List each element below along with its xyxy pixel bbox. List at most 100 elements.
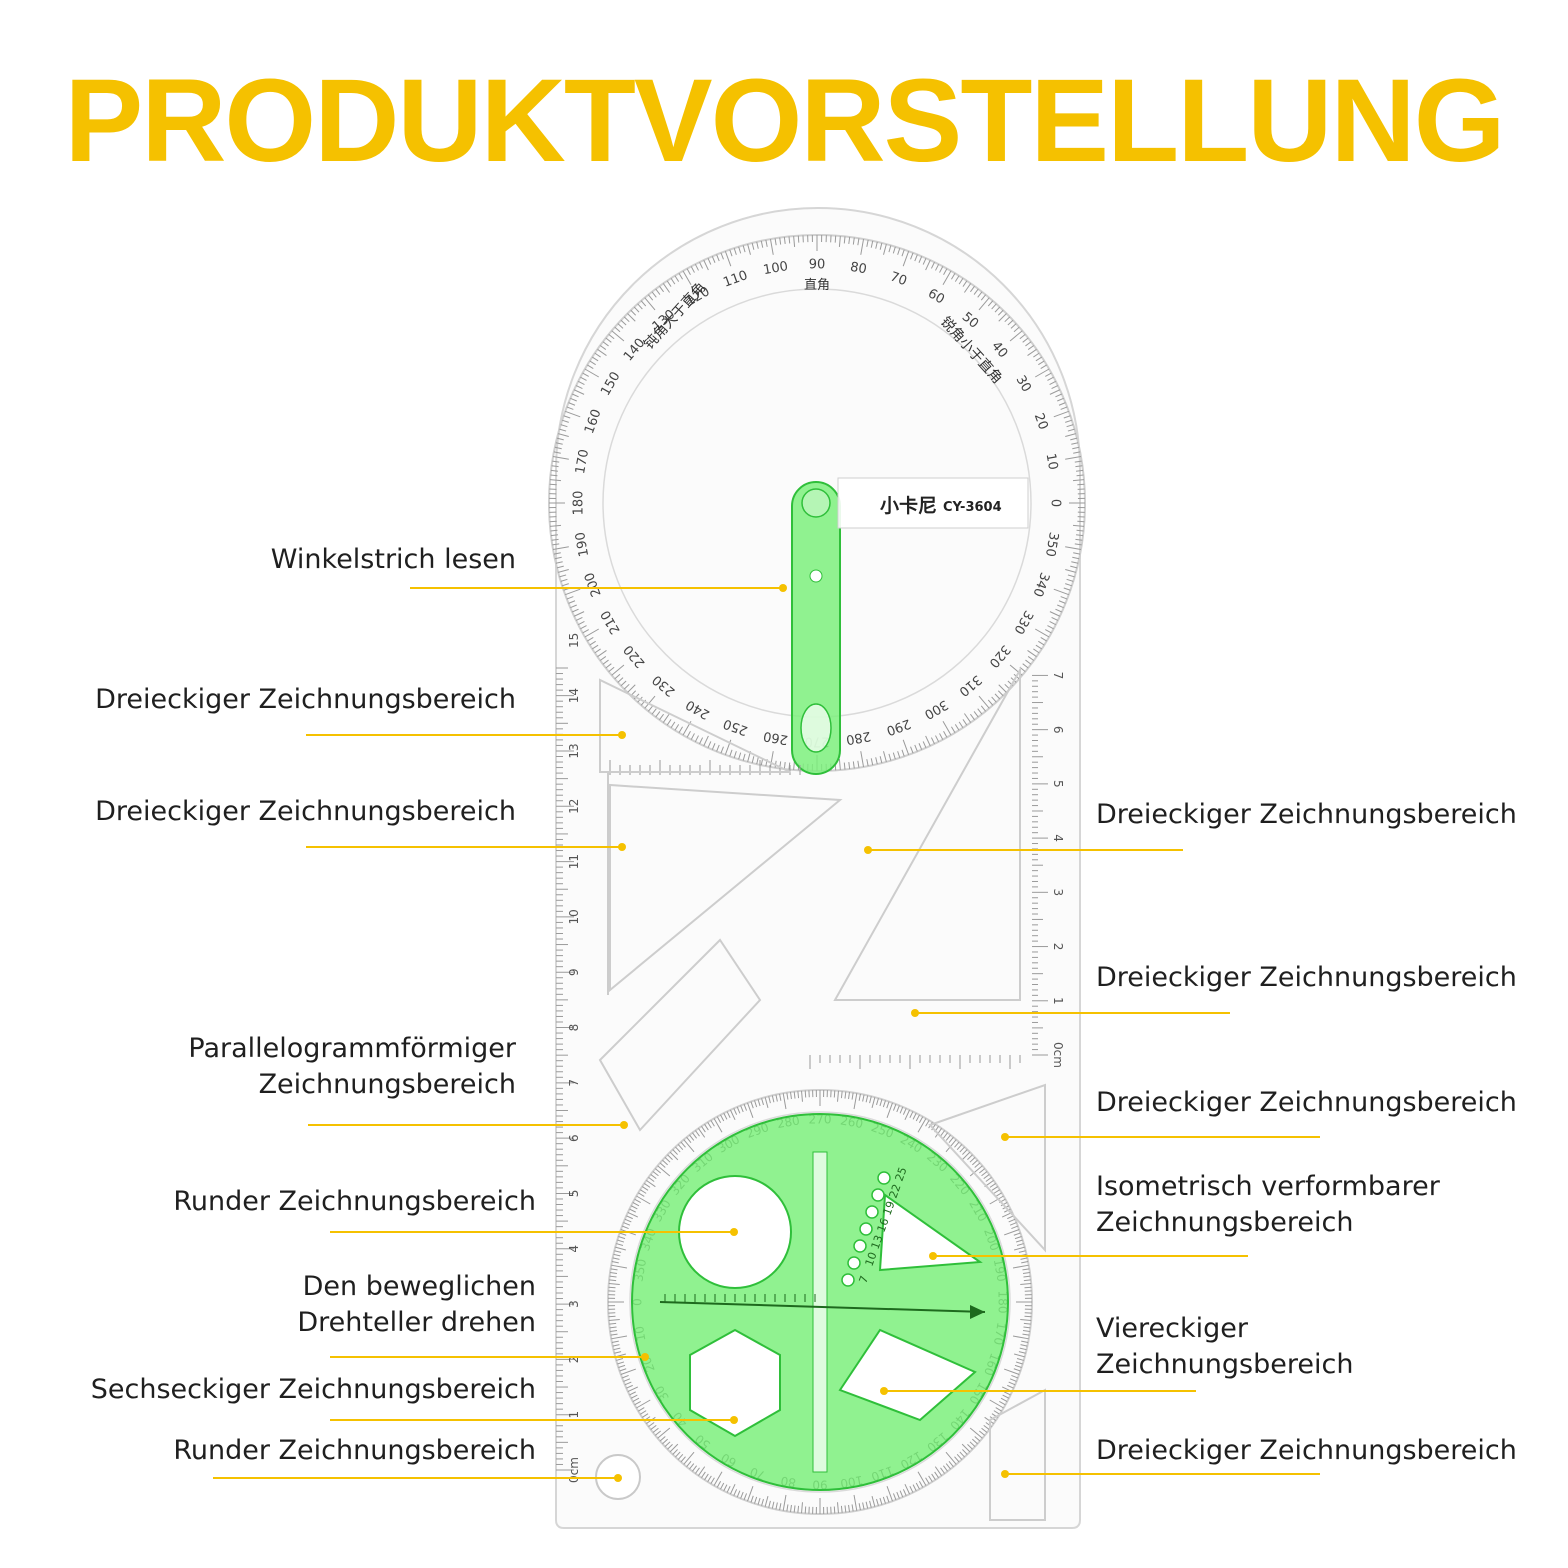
protractor-tick bbox=[959, 1146, 965, 1153]
protractor-tick bbox=[1027, 649, 1037, 658]
protractor-tick bbox=[611, 1335, 628, 1340]
protractor-tick bbox=[654, 1168, 661, 1174]
protractor-tick bbox=[1014, 1353, 1025, 1358]
protractor-tick bbox=[627, 1211, 639, 1218]
protractor-tick bbox=[609, 1279, 617, 1282]
protractor-tick bbox=[1008, 1381, 1016, 1386]
leader-dot bbox=[929, 1252, 937, 1260]
protractor-tick bbox=[617, 1239, 625, 1243]
protractor-tick bbox=[1067, 428, 1075, 432]
protractor-tick bbox=[611, 1264, 628, 1269]
protractor-tick bbox=[627, 1386, 639, 1393]
protractor-tick bbox=[680, 1141, 686, 1148]
dial-tick-label: 22 bbox=[887, 1182, 904, 1200]
protractor-tick bbox=[997, 309, 1004, 316]
protractor-tick bbox=[981, 1427, 988, 1433]
protractor-tick bbox=[1033, 648, 1040, 654]
protractor-tick bbox=[899, 1106, 904, 1114]
protractor-tick bbox=[614, 326, 621, 333]
protractor-tick bbox=[686, 1461, 692, 1468]
protractor-tick bbox=[886, 1101, 890, 1109]
protractor-tick bbox=[962, 719, 968, 726]
label-dreieck-3: Dreieckiger Zeichnungsbereich bbox=[1096, 799, 1517, 830]
protractor-tick bbox=[560, 424, 568, 428]
left-ruler-label: 4 bbox=[567, 1245, 581, 1253]
protractor-tick bbox=[641, 1413, 649, 1418]
protractor-tick bbox=[558, 569, 569, 573]
page-title: PRODUKTVORSTELLUNG bbox=[64, 55, 1506, 187]
protractor-tick bbox=[942, 270, 952, 286]
protractor-tick bbox=[559, 574, 567, 578]
left-ruler-label: 10 bbox=[567, 909, 581, 924]
protractor-tick bbox=[1073, 552, 1081, 555]
protractor-tick bbox=[1022, 1330, 1031, 1332]
protractor-tick bbox=[1025, 659, 1032, 665]
protractor-tick bbox=[857, 238, 860, 246]
brand-name: 小卡尼 bbox=[880, 494, 937, 517]
protractor-tick bbox=[1012, 1335, 1029, 1340]
protractor-tick bbox=[852, 761, 855, 769]
protractor-tick bbox=[782, 1093, 787, 1110]
protractor-tick bbox=[742, 753, 746, 761]
protractor-tick bbox=[701, 1125, 706, 1133]
protractor-tick bbox=[973, 711, 979, 718]
left-ruler-label: 14 bbox=[567, 688, 581, 703]
protractor-tick bbox=[954, 1456, 960, 1463]
label-dreieck-5: Dreieckiger Zeichnungsbereich bbox=[1096, 1087, 1517, 1118]
protractor-tick bbox=[998, 684, 1007, 693]
protractor-tick bbox=[632, 1397, 640, 1402]
protractor-tick bbox=[969, 1427, 983, 1439]
protractor-tick bbox=[987, 699, 994, 706]
protractor-tick bbox=[1014, 1236, 1022, 1240]
protractor-tick bbox=[1019, 1347, 1027, 1351]
protractor-tick bbox=[978, 297, 990, 311]
protractor-tick bbox=[733, 247, 737, 255]
protractor-tick bbox=[902, 1489, 907, 1496]
protractor-tick bbox=[912, 1484, 917, 1492]
protractor-tick bbox=[972, 1438, 978, 1445]
protractor-tick bbox=[917, 1471, 927, 1486]
protractor-tick bbox=[1022, 663, 1029, 669]
protractor-tick bbox=[1035, 644, 1043, 650]
protractor-tick bbox=[699, 261, 704, 269]
protractor-tick bbox=[626, 1215, 633, 1220]
protractor-tick bbox=[917, 1118, 927, 1133]
protractor-tick bbox=[843, 236, 846, 244]
protractor-tick bbox=[584, 628, 600, 638]
protractor-tick bbox=[657, 1165, 671, 1177]
protractor-tick bbox=[659, 713, 664, 721]
protractor-tick bbox=[1023, 1326, 1031, 1329]
protractor-tick bbox=[568, 600, 576, 604]
protractor-tick bbox=[623, 683, 630, 690]
protractor-tick bbox=[757, 1099, 761, 1107]
protractor-tick bbox=[902, 250, 910, 267]
protractor-tick bbox=[554, 556, 562, 560]
protractor-tick bbox=[568, 402, 576, 406]
protractor-tick bbox=[591, 356, 599, 362]
protractor-tick bbox=[736, 1490, 741, 1498]
protractor-tick bbox=[1070, 565, 1078, 569]
protractor-tick bbox=[1022, 337, 1029, 343]
protractor-tick bbox=[974, 1436, 981, 1442]
protractor-tick bbox=[1011, 1225, 1019, 1230]
left-ruler-label: 15 bbox=[567, 633, 581, 648]
protractor-tick bbox=[974, 1162, 981, 1168]
protractor-tick bbox=[1053, 588, 1070, 596]
protractor-tick bbox=[571, 608, 579, 613]
protractor-tick bbox=[860, 238, 865, 255]
protractor-tick bbox=[1075, 534, 1084, 537]
protractor-tick bbox=[580, 625, 587, 630]
protractor-tick bbox=[775, 1094, 778, 1102]
protractor-tick bbox=[552, 546, 569, 551]
protractor-tick bbox=[962, 1449, 968, 1455]
protractor-tick bbox=[945, 1139, 957, 1153]
dial-pin-hole bbox=[847, 1256, 861, 1270]
protractor-tick bbox=[747, 1486, 754, 1502]
protractor-tick bbox=[704, 1123, 709, 1131]
protractor-tick bbox=[609, 1330, 618, 1332]
protractor-tick bbox=[783, 761, 786, 770]
protractor-tick bbox=[963, 283, 972, 293]
protractor-tick bbox=[870, 240, 874, 248]
protractor-tick bbox=[720, 1114, 725, 1122]
protractor-tick bbox=[740, 1491, 744, 1499]
